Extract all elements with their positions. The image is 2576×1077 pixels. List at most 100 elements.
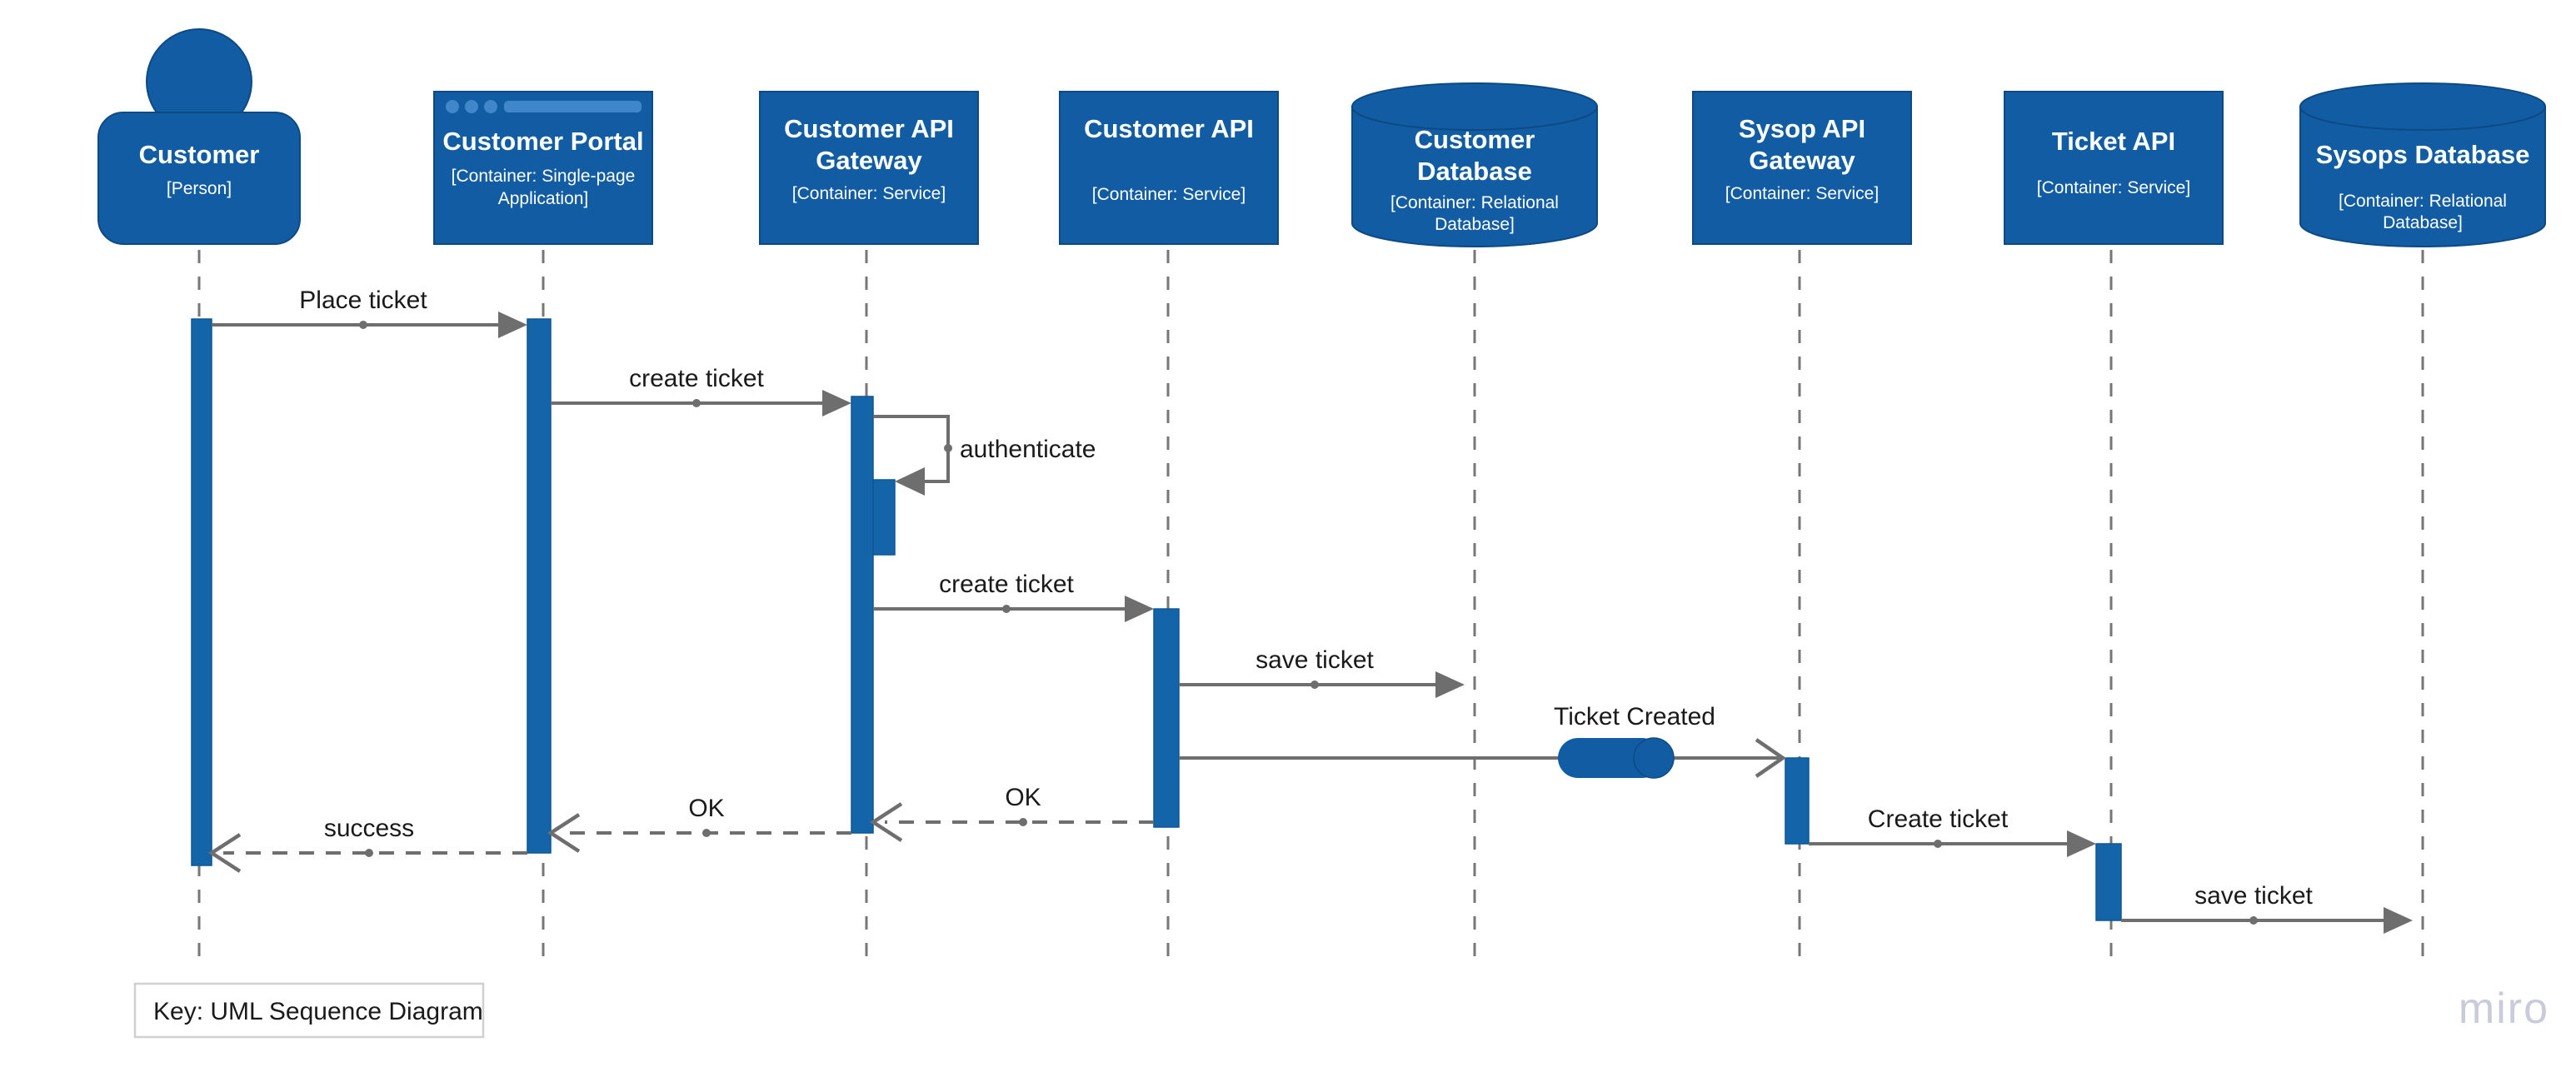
participant-sysops-database[interactable]: Sysops Database [Container: Relational D… [2299, 82, 2546, 247]
message-label-place-ticket: Place ticket [299, 287, 427, 314]
cylinder-body-icon [1351, 106, 1598, 247]
message-create-ticket-gateway[interactable]: create ticket [551, 365, 851, 416]
message-midpoint-dot [692, 399, 701, 407]
arrowhead-filled-icon [2067, 830, 2096, 857]
event-marker-label: Ticket Created [1554, 703, 1715, 730]
participant-sysops-database-subtitle-l1: [Container: Relational [2339, 192, 2507, 211]
participant-ticket-api-title: Ticket API [2052, 127, 2175, 156]
arrowhead-open-icon [207, 833, 242, 873]
message-label-authenticate: authenticate [960, 436, 1096, 463]
miro-watermark: miro [2459, 985, 2549, 1033]
message-place-ticket[interactable]: Place ticket [212, 287, 527, 338]
message-midpoint-dot [365, 849, 373, 857]
arrowhead-filled-icon [498, 312, 527, 338]
participant-customer-portal-subtitle-l2: Application] [498, 189, 589, 208]
activation-customer-portal [527, 318, 552, 854]
container-box-icon [2004, 91, 2224, 245]
cylinder-body-icon [2299, 106, 2546, 247]
activation-sysop-api-gateway [1785, 757, 1810, 845]
participant-customer-database-subtitle-l2: Database] [1435, 215, 1515, 234]
actor-body-icon [97, 112, 301, 245]
message-authenticate-self[interactable]: authenticate [873, 415, 1096, 496]
browser-window-frame-icon [433, 91, 653, 245]
participant-sysops-database-subtitle-l2: Database] [2383, 213, 2463, 232]
message-ok-gateway-to-portal[interactable]: OK [547, 795, 851, 853]
arrowhead-filled-icon [2384, 907, 2413, 934]
participant-customer-subtitle: [Person] [167, 179, 232, 198]
cylinder-top-icon [1351, 82, 1598, 131]
message-self-loop-line [873, 415, 950, 483]
browser-address-bar-icon [504, 101, 642, 112]
event-marker-circle-icon [1633, 737, 1675, 779]
key-box [133, 982, 485, 1039]
message-midpoint-dot [1019, 818, 1027, 826]
participant-customer-portal-title: Customer Portal [442, 127, 643, 156]
participant-customer-portal[interactable]: Customer Portal [Container: Single-page … [433, 91, 653, 245]
message-label-save-ticket-customer-db: save ticket [1256, 646, 1374, 674]
arrowhead-open-icon [869, 802, 903, 842]
message-midpoint-dot [359, 321, 367, 329]
message-midpoint-dot [1934, 840, 1942, 848]
message-label-create-ticket-gateway: create ticket [629, 365, 764, 392]
participant-customer-database[interactable]: Customer Database [Container: Relational… [1351, 82, 1598, 247]
activation-customer-api [1153, 608, 1180, 828]
activations-layer [191, 318, 2122, 921]
message-ok-customer-api-to-gateway[interactable]: OK [869, 784, 1154, 842]
participant-sysop-api-gateway-subtitle: [Container: Service] [1725, 184, 1879, 203]
message-midpoint-dot [702, 829, 711, 837]
activation-ticket-api [2095, 843, 2122, 921]
participant-ticket-api-subtitle: [Container: Service] [2037, 178, 2190, 197]
arrowhead-filled-icon [895, 467, 925, 496]
container-box-icon [1059, 91, 1279, 245]
message-success[interactable]: success [207, 815, 527, 873]
participant-sysop-api-gateway-title-l1: Sysop API [1739, 114, 1865, 143]
message-label-ok-customer-api: OK [1005, 784, 1041, 811]
message-label-ok-gateway: OK [688, 795, 724, 822]
activation-customer-api-gateway-self [872, 479, 896, 556]
browser-dot-2-icon [465, 100, 478, 113]
participant-customer-api-gateway-title-l2: Gateway [816, 146, 922, 175]
message-label-save-ticket-sysops-db: save ticket [2194, 882, 2313, 910]
message-create-ticket-ticket-api[interactable]: Create ticket [1809, 805, 2096, 857]
activation-customer [191, 318, 212, 866]
message-label-create-ticket-api: create ticket [939, 571, 1074, 598]
participant-ticket-api[interactable]: Ticket API [Container: Service] [2004, 91, 2224, 245]
participant-customer-database-subtitle-l1: [Container: Relational [1390, 193, 1559, 212]
activation-customer-api-gateway [851, 396, 874, 834]
message-label-success: success [324, 815, 414, 842]
browser-dot-3-icon [484, 100, 497, 113]
participant-customer-database-title-l2: Database [1417, 157, 1532, 186]
message-midpoint-dot [1310, 681, 1319, 689]
container-box-icon [1692, 91, 1912, 245]
participant-customer-api-title: Customer API [1084, 114, 1254, 143]
participant-customer-database-title-l1: Customer [1415, 125, 1535, 154]
message-save-ticket-customer-db[interactable]: save ticket [1179, 646, 1465, 698]
cylinder-top-icon [2299, 82, 2546, 131]
participant-sysops-database-title: Sysops Database [2316, 140, 2530, 169]
message-midpoint-dot [2249, 916, 2258, 925]
container-box-icon [759, 91, 979, 245]
message-save-ticket-sysops-db[interactable]: save ticket [2121, 882, 2413, 934]
participant-sysop-api-gateway[interactable]: Sysop API Gateway [Container: Service] [1692, 91, 1912, 245]
participant-customer[interactable]: Customer [Person] [97, 28, 301, 245]
participant-customer-api-gateway[interactable]: Customer API Gateway [Container: Service… [759, 91, 979, 245]
diagram-key[interactable]: Key: UML Sequence Diagram [133, 982, 485, 1039]
participant-customer-api-subtitle: [Container: Service] [1092, 185, 1246, 204]
arrowhead-open-icon [1755, 738, 1786, 778]
participant-customer-api[interactable]: Customer API [Container: Service] [1059, 91, 1279, 245]
participant-customer-api-gateway-subtitle: [Container: Service] [792, 184, 946, 203]
browser-dot-1-icon [446, 100, 459, 113]
arrowhead-filled-icon [1125, 596, 1154, 622]
participant-sysop-api-gateway-title-l2: Gateway [1749, 146, 1855, 175]
message-label-create-ticket-ticket-api: Create ticket [1868, 805, 2009, 833]
participant-customer-portal-subtitle-l1: [Container: Single-page [452, 167, 636, 186]
message-midpoint-dot [1002, 605, 1011, 613]
message-ticket-created-event[interactable]: Ticket Created [1179, 703, 1786, 779]
key-label: Key: UML Sequence Diagram [153, 998, 483, 1025]
participant-customer-title: Customer [139, 140, 260, 169]
message-create-ticket-api[interactable]: create ticket [873, 571, 1154, 622]
arrowhead-filled-icon [822, 390, 851, 416]
arrowhead-open-icon [547, 813, 581, 853]
